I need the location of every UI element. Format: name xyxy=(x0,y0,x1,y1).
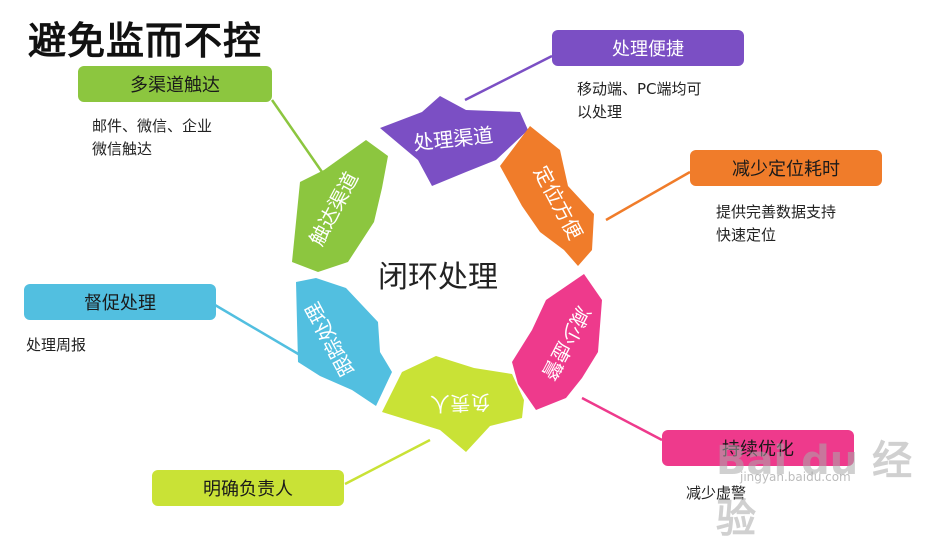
segment-label: 负责人 xyxy=(430,390,491,416)
callout-desc-optimize: 减少虚警 xyxy=(686,484,747,502)
watermark-url: jingyan.baidu.com xyxy=(740,470,851,484)
center-circle xyxy=(366,192,526,352)
callout-desc-supervise: 处理周报 xyxy=(26,336,87,354)
segment-upper-right xyxy=(500,126,594,266)
connector-line xyxy=(214,303,301,357)
callout-box-reach: 多渠道触达 xyxy=(78,66,272,102)
callout-box-locate: 减少定位耗时 xyxy=(690,150,882,186)
segment-lower-right xyxy=(512,274,602,410)
connector-line xyxy=(270,99,324,173)
connector-line xyxy=(464,54,553,102)
callout-box-supervise: 督促处理 xyxy=(24,284,216,320)
segment-bottom xyxy=(382,356,524,452)
connector-line xyxy=(605,170,691,222)
callout-box-owner: 明确负责人 xyxy=(152,470,344,506)
watermark-logo: Bai du 经验 xyxy=(716,438,913,542)
callout-desc-reach: 邮件、微信、企业 微信触达 xyxy=(92,117,213,158)
center-label: 闭环处理 xyxy=(378,260,498,295)
connector-line xyxy=(581,396,663,442)
callout-box-optimize: 持续优化 xyxy=(662,430,854,466)
cycle-diagram: 处理渠道 定位方便 减少虚警 负责人 跟踪处理 触达渠道 xyxy=(214,54,691,486)
callout-desc-processing: 移动端、PC端均可 以处理 xyxy=(577,80,702,121)
page-title: 避免监而不控 xyxy=(28,19,263,63)
callout-box-processing: 处理便捷 xyxy=(552,30,744,66)
connector-line xyxy=(344,438,431,486)
callout-desc-locate: 提供完善数据支持 快速定位 xyxy=(716,203,837,244)
segment-upper-left xyxy=(292,140,388,272)
segment-top xyxy=(380,96,528,186)
segment-lower-left xyxy=(296,278,392,406)
